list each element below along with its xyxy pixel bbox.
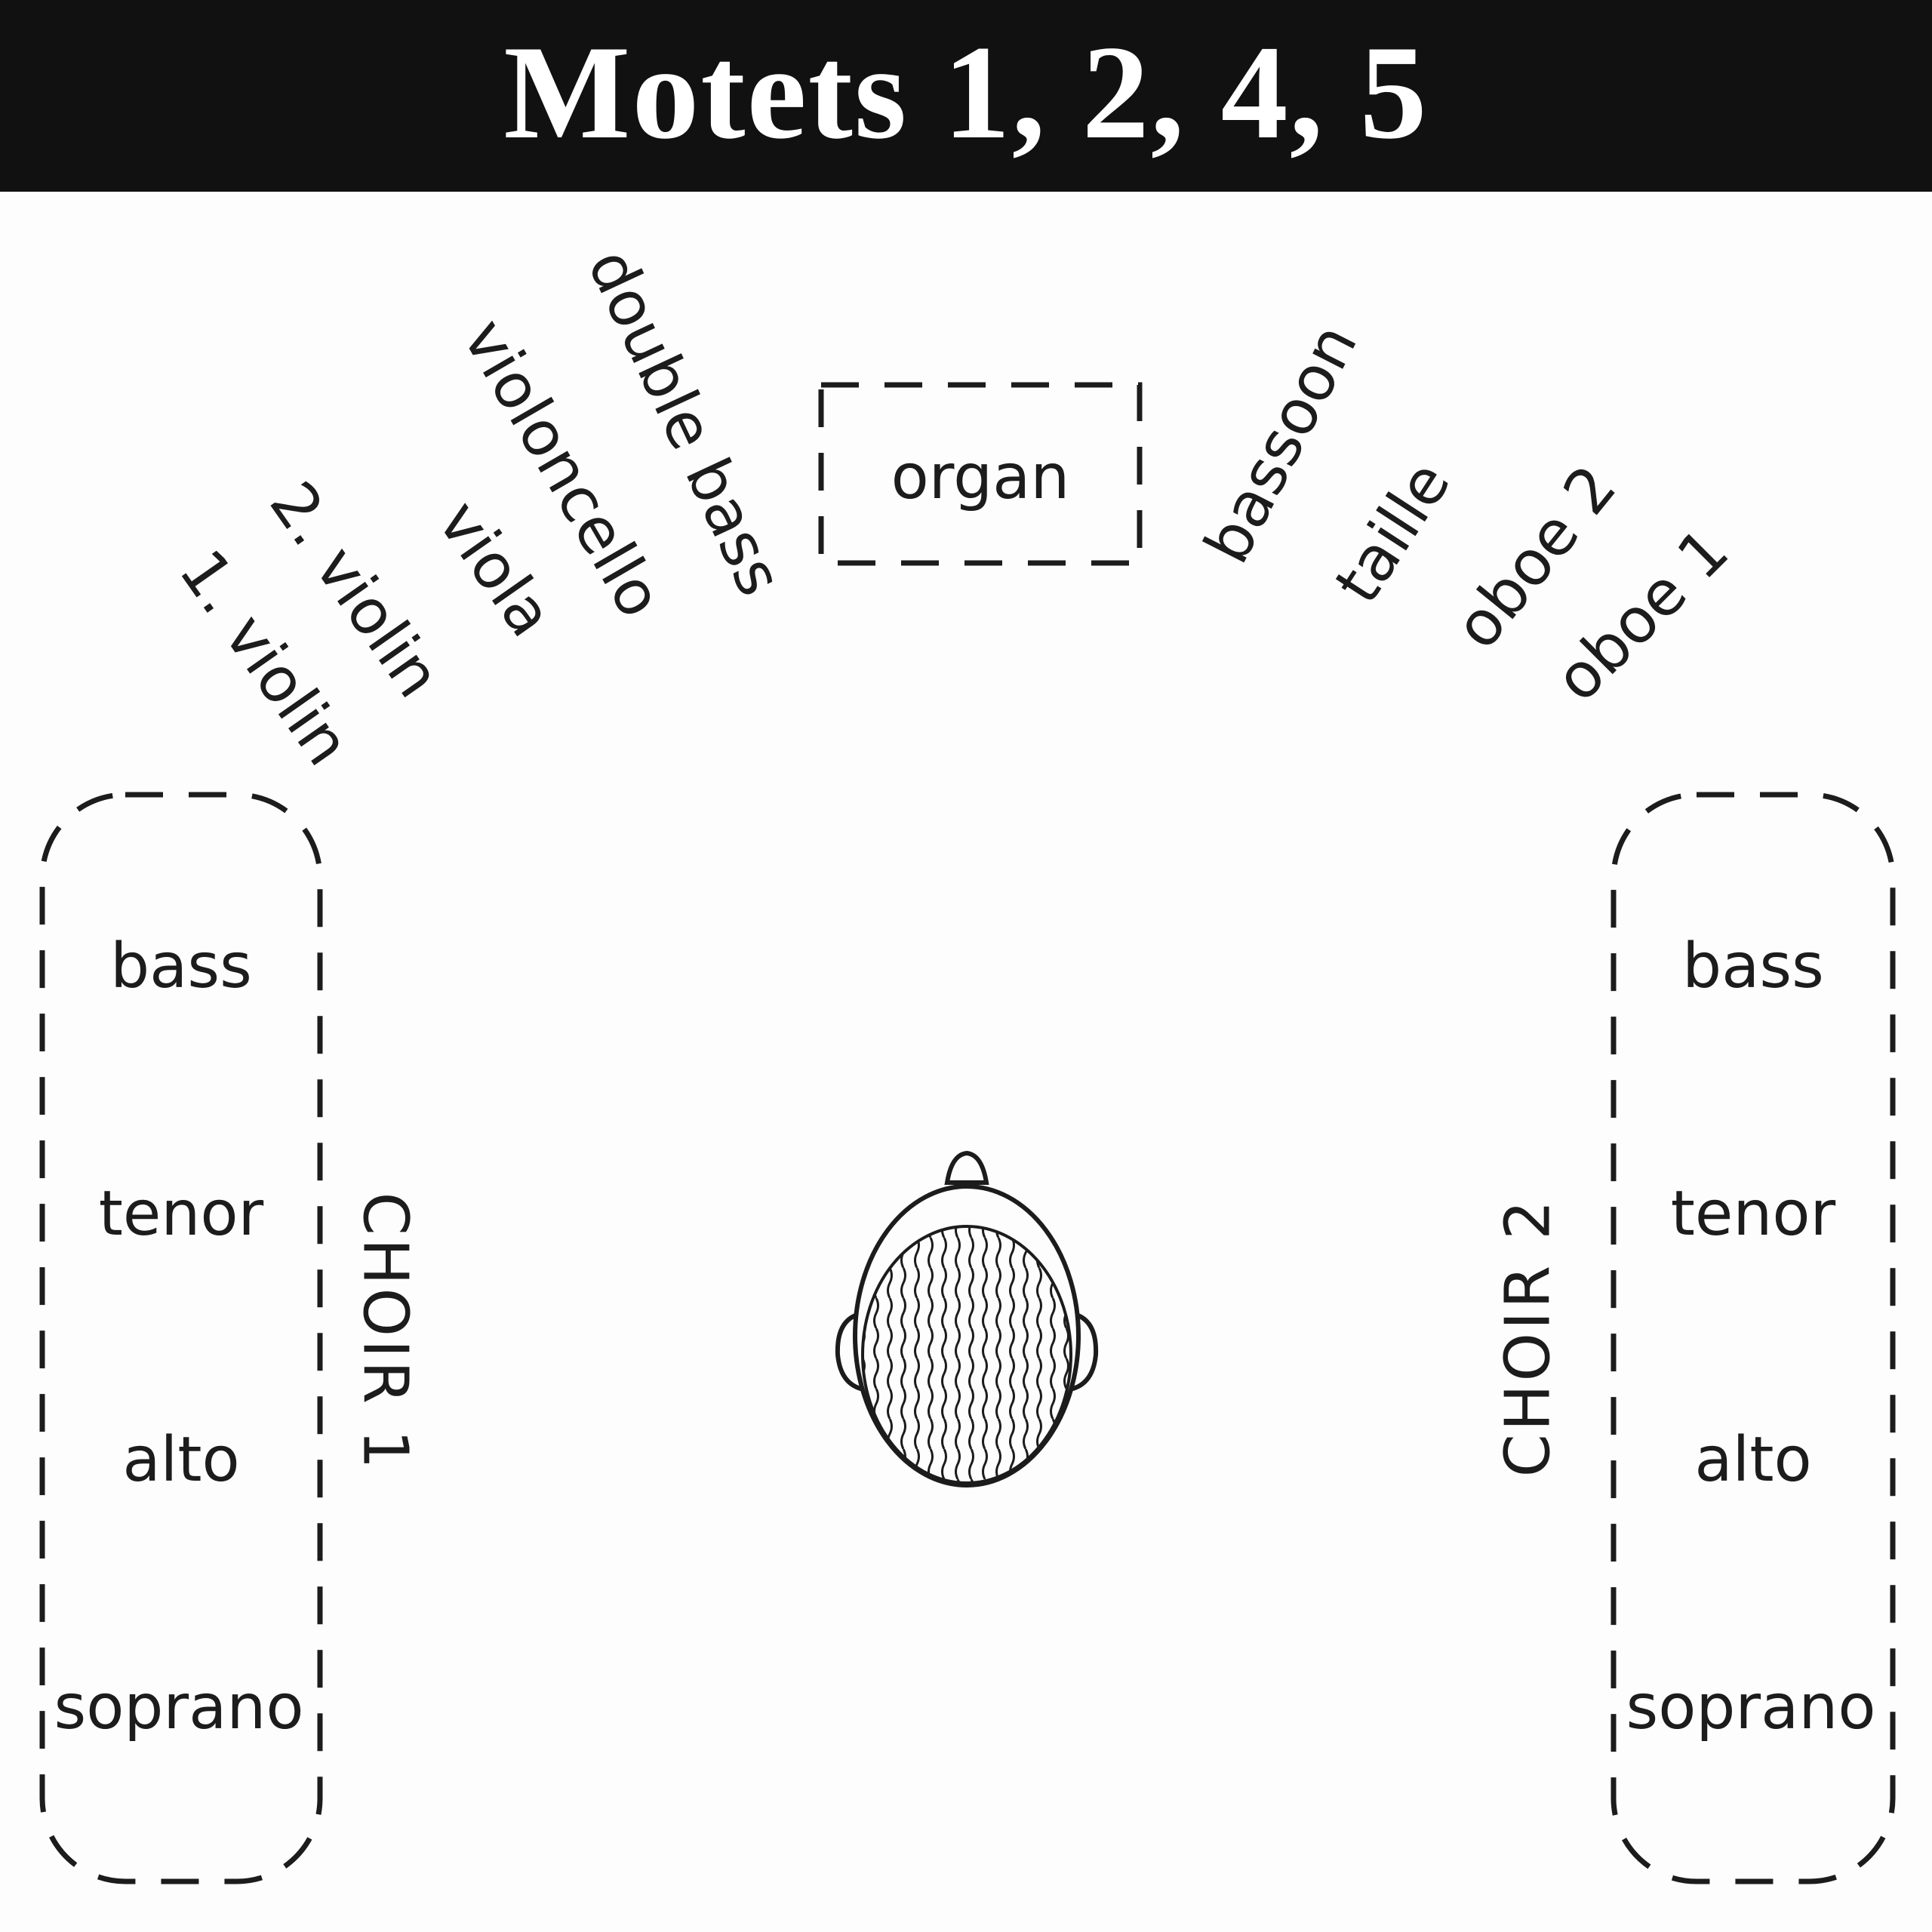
title-bar	[0, 0, 1932, 192]
choir-1-voice-bass: bass	[110, 931, 252, 1002]
winds-group: bassoon taille oboe 2 oboe 1	[1191, 313, 1743, 715]
choir-1-voice-tenor: tenor	[99, 1178, 264, 1250]
page-title: Motets 1, 2, 4, 5	[503, 17, 1429, 167]
organ-label: organ	[891, 441, 1070, 513]
choir-2-voice-tenor: tenor	[1671, 1178, 1836, 1250]
conductor-head-icon	[835, 1150, 1099, 1487]
choir-2-group: bass tenor alto soprano CHOIR 2	[1492, 792, 1896, 1884]
choir-2-voice-bass: bass	[1682, 931, 1824, 1002]
choir-1-voice-alto: alto	[122, 1424, 239, 1496]
strings-group: 1. violin 2. violin viola violoncello do…	[165, 238, 796, 778]
choir-2-box	[1611, 792, 1896, 1884]
string-label-viola: viola	[424, 488, 567, 650]
choir-2-voice-alto: alto	[1694, 1424, 1811, 1496]
choir-1-label: CHOIR 1	[349, 1192, 421, 1472]
organ-box	[818, 382, 1143, 566]
choir-2-label: CHOIR 2	[1492, 1198, 1564, 1478]
choir-1-box	[39, 792, 323, 1884]
wind-label-taille: taille	[1321, 449, 1464, 615]
organ-group: organ	[818, 382, 1143, 566]
wind-label-bassoon: bassoon	[1191, 313, 1371, 574]
choir-1-voice-soprano: soprano	[54, 1672, 303, 1743]
choir-2-voice-soprano: soprano	[1626, 1672, 1875, 1743]
choir-1-group: bass tenor alto soprano CHOIR 1	[39, 792, 421, 1884]
